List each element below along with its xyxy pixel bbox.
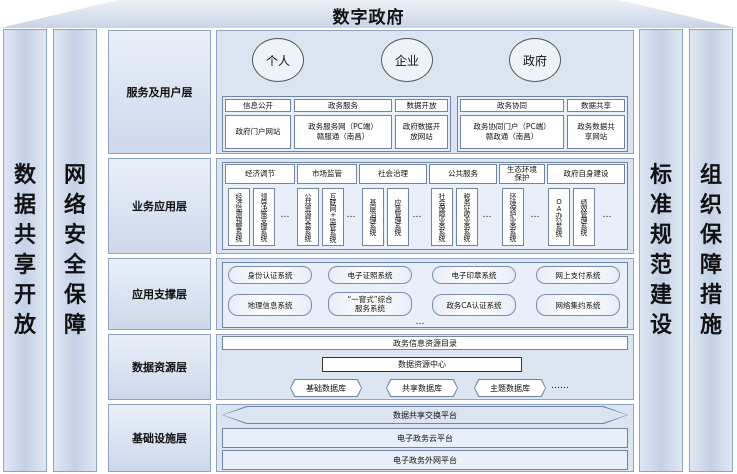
- header-gov-collab: 政务协同: [460, 99, 564, 112]
- business-ellipsis-6: …: [602, 210, 612, 220]
- pillar-char: 数: [13, 162, 36, 188]
- layer-label-infra: 基础设施层: [108, 404, 211, 472]
- data-catalog: 政务信息资源目录: [222, 336, 628, 350]
- infra-extranet: 电子政务外网平台: [222, 450, 628, 470]
- db-basic: 基础数据库: [291, 380, 361, 396]
- pillar-char: 准: [649, 192, 672, 218]
- category-economic: 经济调节: [225, 164, 295, 184]
- pillar-char: 织: [699, 192, 722, 218]
- pillar-char: 网: [63, 162, 86, 188]
- app-oa: OA办公系统: [548, 188, 570, 246]
- cell-service-network: 政务服务网（PC端） 赣服通（南昌）: [294, 115, 392, 149]
- data-ellipsis: ……: [551, 381, 569, 391]
- layer-label-service: 服务及用户层: [108, 30, 211, 154]
- pillar-char: 共: [13, 222, 36, 248]
- app-economic-warning: 经济监测预警系统: [228, 188, 250, 246]
- cell-collab-portal: 政务协同门户（PC端） 赣政通（南昌）: [460, 115, 564, 149]
- pillar-char: 保: [699, 222, 722, 248]
- support-gis: 地理信息系统: [228, 294, 312, 316]
- cell-share-site: 政务数据共 享网站: [567, 115, 625, 149]
- app-tax: 税务征收业务系统: [456, 188, 478, 246]
- app-decision-support: 领导决策支撑系统: [253, 188, 275, 246]
- support-e-seal: 电子印章系统: [432, 266, 516, 284]
- db-topic: 主题数据库: [475, 380, 545, 396]
- db-shared: 共享数据库: [387, 380, 457, 396]
- app-public-resource: 公共资源交易系统: [297, 188, 319, 246]
- business-ellipsis-4: …: [482, 210, 492, 220]
- pillar-char: 设: [649, 312, 672, 338]
- header-info-disclosure: 信息公开: [225, 99, 291, 112]
- page-title: 数字政府: [332, 8, 405, 28]
- app-environment: 环境保护业务系统: [502, 188, 524, 246]
- pillar-char: 安: [63, 222, 86, 248]
- pillar-char: 施: [699, 312, 722, 338]
- pillar-char: 享: [13, 252, 36, 278]
- support-one-window: “一窗式”综合 服务系统: [328, 292, 412, 316]
- app-internet-supervision: 互联网+监管系统: [322, 188, 344, 246]
- cell-open-data-site: 政府数据开 放网站: [395, 115, 448, 149]
- user-enterprise: 企业: [381, 38, 433, 82]
- pillar-network-security: 网络安全保障: [53, 29, 97, 472]
- category-market: 市场监管: [297, 164, 357, 184]
- support-online-pay: 网上支付系统: [536, 266, 620, 284]
- app-performance: 绩效管理系统: [573, 188, 595, 246]
- business-ellipsis-2: …: [346, 210, 356, 220]
- pillar-char: 保: [63, 282, 86, 308]
- data-center: 数据资源中心: [322, 357, 522, 372]
- category-public: 公共服务: [429, 164, 497, 184]
- support-ellipsis: …: [415, 317, 425, 327]
- infra-exchange: 数据共享交换平台: [223, 407, 627, 423]
- pillar-char: 开: [13, 282, 36, 308]
- pillar-char: 建: [649, 282, 672, 308]
- infra-cloud: 电子政务云平台: [222, 428, 628, 448]
- pillar-char: 组: [699, 162, 722, 188]
- pillar-char: 障: [699, 252, 722, 278]
- support-network: 网络集约系统: [536, 294, 620, 316]
- header-gov-service: 政务服务: [294, 99, 392, 112]
- pillar-char: 放: [13, 312, 36, 338]
- app-social-security: 社会保障业务系统: [431, 188, 453, 246]
- app-emergency: 应急管理系统: [387, 188, 409, 246]
- cell-portal-site: 政府门户网站: [225, 115, 291, 149]
- category-self: 政府自身建设: [547, 164, 625, 184]
- support-e-license: 电子证照系统: [328, 266, 412, 284]
- pillar-standards: 标准规范建设: [639, 29, 683, 472]
- pillar-char: 规: [649, 222, 672, 248]
- header-data-open: 数据开放: [395, 99, 448, 112]
- user-individual: 个人: [252, 38, 304, 82]
- pillar-char: 络: [63, 192, 86, 218]
- pillar-char: 措: [699, 282, 722, 308]
- layer-label-business: 业务应用层: [108, 158, 211, 254]
- pillar-char: 障: [63, 312, 86, 338]
- title-band: [0, 0, 737, 28]
- support-identity: 身份认证系统: [228, 266, 312, 284]
- pillar-char: 全: [63, 252, 86, 278]
- layer-label-support: 应用支撑层: [108, 258, 211, 330]
- pillar-char: 标: [649, 162, 672, 188]
- business-ellipsis-1: …: [280, 210, 290, 220]
- pillar-char: 据: [13, 192, 36, 218]
- user-government: 政府: [509, 38, 561, 82]
- layer-label-data: 数据资源层: [108, 334, 211, 400]
- category-ecology: 生态环境 保护: [499, 164, 545, 184]
- pillar-organization: 组织保障措施: [689, 29, 733, 472]
- category-social: 社会治理: [359, 164, 427, 184]
- header-data-share: 数据共享: [567, 99, 625, 112]
- app-grassroots: 基层治理系统: [362, 188, 384, 246]
- business-ellipsis-3: …: [412, 210, 422, 220]
- support-ca: 政务CA认证系统: [432, 294, 516, 316]
- pillar-data-sharing: 数据共享开放: [3, 29, 47, 472]
- business-ellipsis-5: …: [530, 210, 540, 220]
- pillar-char: 范: [649, 252, 672, 278]
